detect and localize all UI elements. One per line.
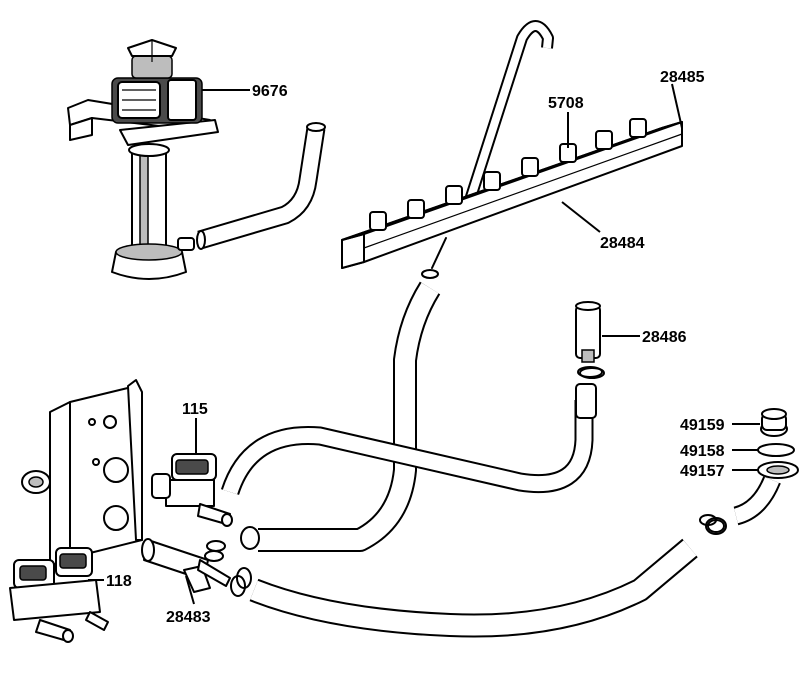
pump-assembly — [67, 39, 219, 280]
drain-fitting-stack — [707, 408, 799, 533]
callout-28486: 28486 — [642, 329, 687, 346]
water-valve-double — [9, 547, 109, 643]
callout-28485: 28485 — [660, 69, 705, 86]
callout-49158: 49158 — [680, 443, 725, 460]
callout-49159: 49159 — [680, 417, 725, 434]
pump-outlet-hose — [196, 122, 326, 250]
water-valve-single — [151, 453, 233, 527]
valve-bracket — [21, 379, 143, 567]
callout-28484: 28484 — [600, 235, 645, 252]
callout-49157: 49157 — [680, 463, 725, 480]
callout-28483: 28483 — [166, 609, 211, 626]
fill-tube-hose — [220, 400, 594, 496]
hose-clamps — [204, 366, 727, 597]
manifold-assembly — [341, 20, 683, 279]
manifold-feed-hose — [258, 281, 441, 552]
callout-labels: 9676 28485 5708 28484 28486 49159 49158 … — [106, 69, 725, 626]
leader-lines — [88, 83, 760, 605]
callout-5708: 5708 — [548, 95, 584, 112]
fill-tube-nozzle — [575, 301, 605, 419]
callout-115: 115 — [182, 401, 208, 418]
callout-118: 118 — [106, 573, 132, 590]
callout-9676: 9676 — [252, 83, 288, 100]
drain-hose — [249, 538, 698, 638]
tee-fitting — [141, 538, 231, 593]
